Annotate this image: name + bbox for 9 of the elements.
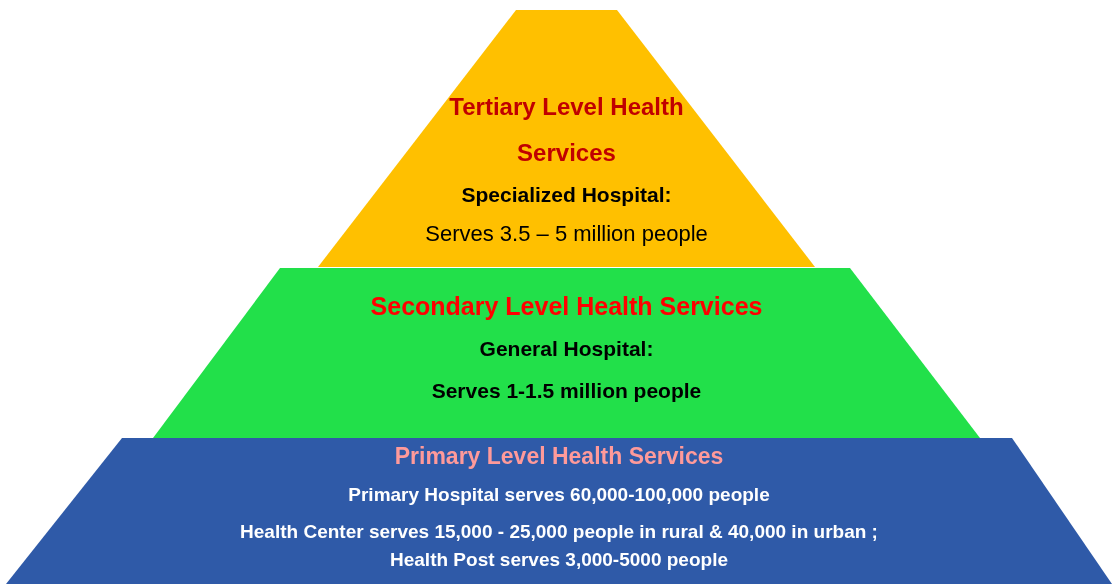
tier-heading: Secondary Level Health Services	[370, 291, 763, 322]
tier-description: Primary Hospital serves 60,000-100,000 people	[348, 483, 770, 507]
tier-description: Health Center serves 15,000 - 25,000 people in rural & 40,000 in urban ; Health Post serves 3,000-5000 people	[239, 520, 879, 572]
tier-description: Serves 3.5 – 5 million people	[425, 220, 708, 248]
tier-heading: Tertiary Level Health Services	[448, 92, 685, 168]
tier-description: Specialized Hospital:	[461, 182, 672, 208]
tier-heading: Primary Level Health Services	[394, 442, 724, 471]
tier-description: Serves 1-1.5 million people	[431, 378, 702, 404]
tier-description: General Hospital:	[479, 336, 654, 362]
